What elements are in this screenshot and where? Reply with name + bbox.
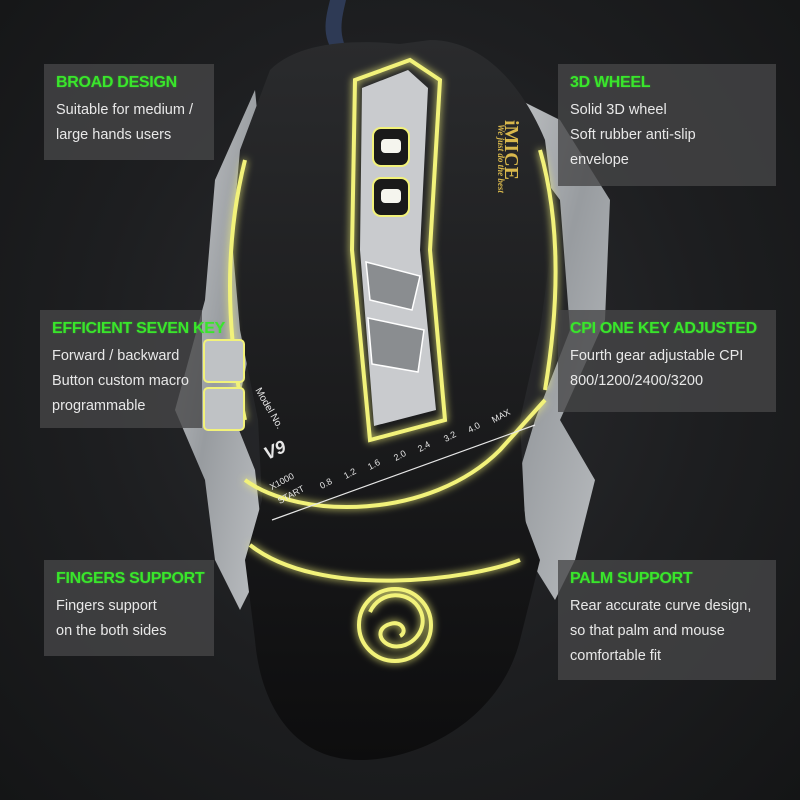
feature-title: FINGERS SUPPORT: [56, 570, 205, 587]
cpi-scale-line: [271, 424, 536, 521]
feature-title: BROAD DESIGN: [56, 74, 177, 91]
feature-line: Soft rubber anti-slip: [570, 127, 696, 143]
feature-line: programmable: [52, 398, 146, 414]
feature-title: CPI ONE KEY ADJUSTED: [570, 320, 757, 337]
feature-panel-palm-support: PALM SUPPORT Rear accurate curve design,…: [558, 560, 776, 680]
feature-line: comfortable fit: [570, 648, 662, 664]
glow-palm-edge: [248, 543, 521, 583]
feature-panel-cpi: CPI ONE KEY ADJUSTED Fourth gear adjusta…: [558, 310, 776, 412]
feature-line: Button custom macro: [52, 373, 189, 389]
feature-line: so that palm and mouse: [570, 623, 725, 639]
side-button-forward: [203, 339, 245, 383]
feature-panel-3d-wheel: 3D WHEEL Solid 3D wheel Soft rubber anti…: [558, 64, 776, 186]
feature-line: on the both sides: [56, 623, 167, 639]
glow-right-edge: [538, 149, 558, 391]
led-glow: [228, 57, 558, 583]
feature-line: Fourth gear adjustable CPI: [570, 348, 744, 364]
feature-panel-fingers-support: FINGERS SUPPORT Fingers support on the b…: [44, 560, 214, 656]
feature-line: Rear accurate curve design,: [570, 598, 752, 614]
glow-left-edge: [228, 159, 247, 421]
feature-line: Solid 3D wheel: [570, 102, 667, 118]
feature-line: Suitable for medium /: [56, 102, 194, 118]
cpi-button-2: [367, 317, 425, 373]
dragon-logo: [357, 587, 433, 663]
feature-line: 800/1200/2400/3200: [570, 373, 704, 389]
side-button-backward: [203, 387, 245, 431]
brand-slogan: We just do the best: [496, 124, 506, 193]
feature-title: EFFICIENT SEVEN KEY: [52, 320, 225, 337]
glow-bottom-curve: [243, 398, 547, 509]
feature-title: 3D WHEEL: [570, 74, 651, 91]
feature-line: Fingers support: [56, 598, 157, 614]
feature-panel-seven-key: EFFICIENT SEVEN KEY Forward / backward B…: [40, 310, 225, 428]
feature-line: large hands users: [56, 127, 172, 143]
feature-line: envelope: [570, 152, 629, 168]
feature-title: PALM SUPPORT: [570, 570, 693, 587]
feature-line: Forward / backward: [52, 348, 180, 364]
cpi-button-1: [365, 261, 421, 311]
feature-panel-broad-design: BROAD DESIGN Suitable for medium / large…: [44, 64, 214, 160]
glow-top-channel: [349, 57, 448, 443]
right-side-frame: [480, 80, 610, 600]
